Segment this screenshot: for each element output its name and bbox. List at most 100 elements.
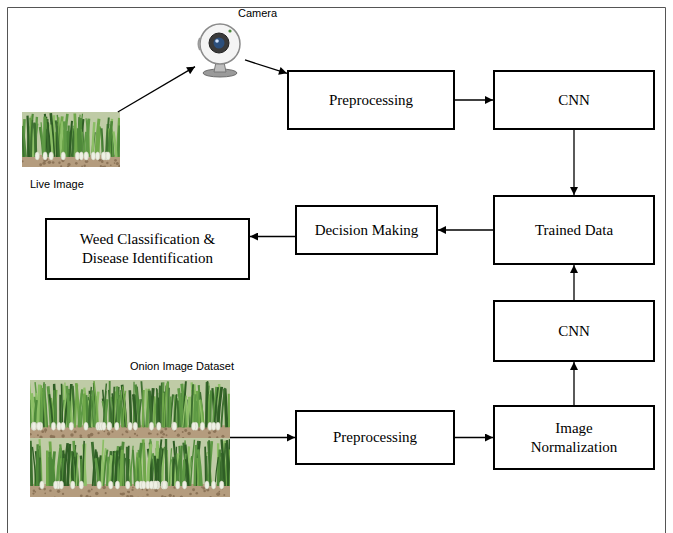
onion-leaf [169,448,171,486]
soil-speck [196,492,199,495]
soil-speck [103,430,105,432]
onion-leaf [60,121,63,157]
onion-leaf [31,120,32,157]
onion-leaf [185,440,189,486]
soil-speck [61,434,64,437]
onion-leaf [195,445,196,486]
onion-leaf [130,390,131,427]
soil-speck [208,436,211,438]
onion-bulb [57,422,61,430]
onion-bulb [84,422,88,430]
soil-speck [162,433,165,436]
soil-speck [85,495,88,497]
onion-leaf [86,118,89,157]
onion-leaf [33,123,36,157]
soil-speck [30,433,32,436]
soil-speck [39,163,42,166]
soil-speck [81,166,83,167]
onion-leaf [180,446,182,486]
onion-bulb [107,422,111,430]
onion-leaf [192,382,195,427]
onion-bulb [79,152,83,160]
soil-speck [131,489,133,491]
flow-arrow [245,60,287,73]
onion-leaf [76,453,78,486]
onion-bulb [53,481,57,489]
soil-speck [216,436,218,438]
onion-leaf [36,444,39,486]
dataset-node: Onion Image Dataset [30,380,230,497]
onion-leaf [165,439,168,486]
onion-bulb [128,422,132,430]
soil-speck [85,160,88,163]
onion-leaf [84,388,88,428]
onion-leaf [214,387,218,427]
onion-leaf [183,396,187,428]
onion-leaf [86,119,89,157]
onion-leaf [222,439,225,486]
soil-speck [100,165,102,167]
soil-speck [32,492,34,494]
onion-leaf [113,132,116,157]
onion-bulb [172,422,176,430]
onion-leaf [92,442,95,486]
onion-leaf [177,401,179,427]
onion-leaf [209,441,212,486]
frame-line [8,8,666,533]
process-box: Trained Data [493,195,655,265]
soil-speck [136,435,138,437]
onion-leaf [35,117,37,157]
onion-leaf [22,125,24,157]
soil-speck [122,492,125,495]
onion-leaf [227,440,229,486]
onion-bulb [102,152,106,160]
onion-leaf [156,441,158,486]
soil-speck [137,497,140,498]
onion-leaf [63,114,67,157]
onion-bulb [154,481,158,489]
soil-speck [54,496,56,497]
soil-speck [33,490,36,493]
crop-photo [22,112,120,167]
soil-speck [111,431,113,433]
onion-leaf [177,398,179,427]
soil-speck [208,431,211,434]
soil-speck [48,161,51,164]
soil-speck [157,433,159,435]
soil-speck [88,489,91,492]
onion-leaf [159,448,163,486]
soil-speck [110,164,112,166]
soil-speck [192,488,195,491]
onion-leaf [156,389,158,427]
soil-speck [141,497,144,498]
soil-speck [58,162,60,164]
onion-bulb [35,152,39,160]
box-label: CNN [558,322,590,341]
onion-leaf [124,454,126,486]
onion-bulb [141,481,145,489]
onion-leaf [103,383,106,427]
soil-speck [166,434,168,436]
onion-leaf [30,441,31,486]
onion-bulb [101,152,105,160]
onion-leaf [46,450,49,486]
soil-speck [205,427,207,429]
onion-bulb [37,422,41,430]
onion-leaf [122,385,126,427]
onion-leaf [178,400,179,427]
flow-arrow [573,362,574,405]
flow-arrow [573,265,574,300]
onion-leaf [172,457,174,486]
soil-speck [37,434,39,436]
image-caption: Live Image [30,178,84,191]
soil-speck [203,490,206,493]
onion-leaf [113,387,114,427]
onion-leaf [215,457,218,486]
flow-arrow [573,130,574,195]
camera-body [200,24,240,64]
onion-leaf [159,448,161,486]
soil-speck [86,160,89,163]
flow-arrow [250,236,295,237]
onion-leaf [75,450,78,486]
onion-leaf [207,381,208,427]
